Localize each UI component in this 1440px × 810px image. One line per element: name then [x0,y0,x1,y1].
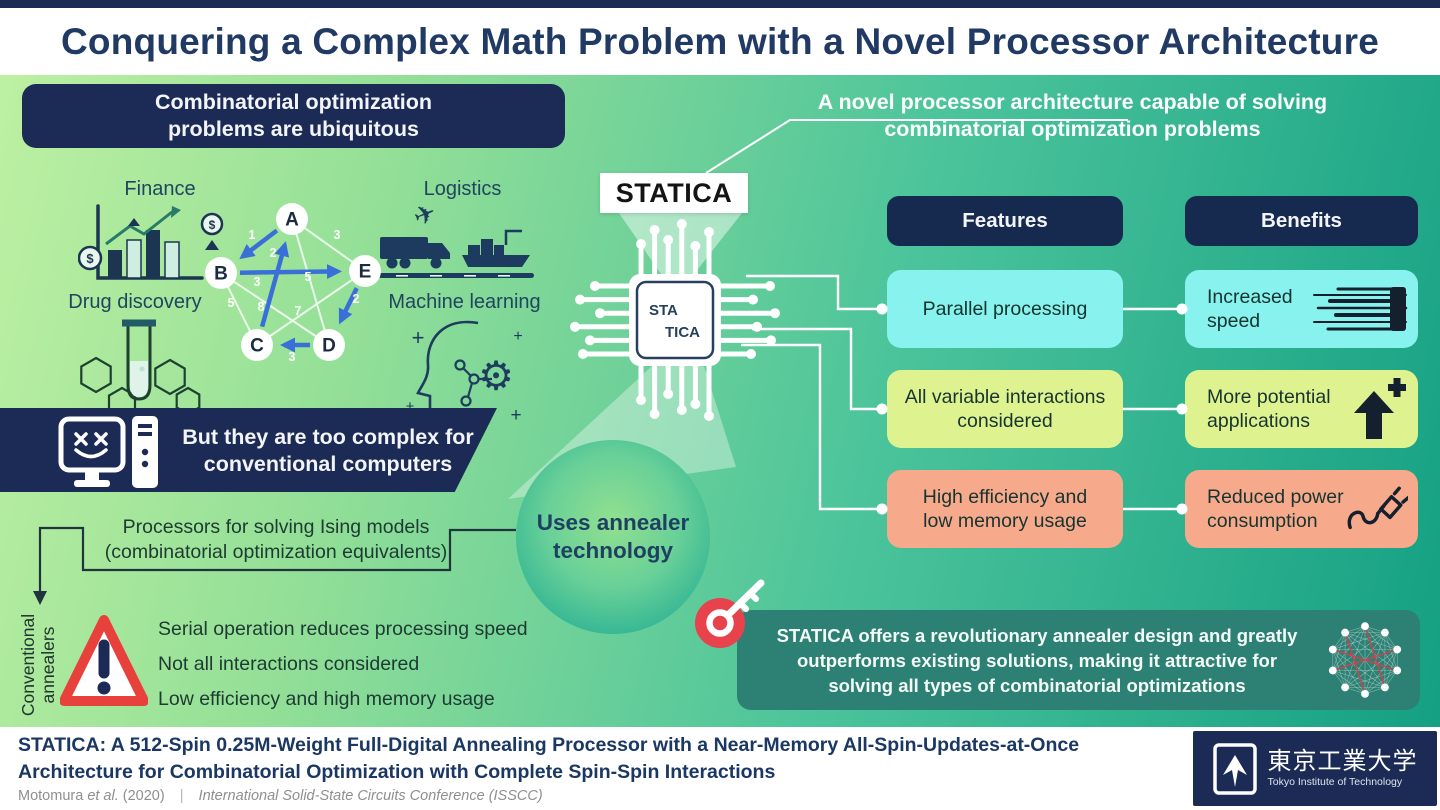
svg-text:2: 2 [270,246,277,260]
benefit-increased-speed: Increased speed [1185,270,1418,348]
summary-panel: STATICA offers a revolutionary annealer … [695,579,1420,710]
dollar-icon: $ [86,251,94,266]
unplugged-cable-icon [1347,486,1408,530]
novel-architecture-headline: A novel processor architecture capable o… [817,90,1328,141]
warning-icon [60,615,148,706]
svg-text:3: 3 [334,228,341,242]
feature-high-efficiency: High efficiency and low memory usage [887,470,1123,548]
footer-bar: STATICA: A 512-Spin 0.25M-Weight Full-Di… [0,727,1440,810]
gear-icon: ⚙ [478,355,514,399]
feature-all-interactions: All variable interactions considered [887,370,1123,448]
arrow-up-plus-icon [1354,378,1406,439]
benefit-reduced-power: Reduced power consumption [1185,470,1418,548]
benefit-label: Increased speed [1207,286,1293,332]
logo-text: 東京工業大学 Tokyo Institute of Technology [1267,747,1418,788]
citation-separator: | [179,788,184,804]
machine-learning-label: Machine learning [388,291,541,313]
speed-lines-icon [1313,287,1408,331]
svg-text:1: 1 [249,228,256,242]
swallow-emblem-icon [1212,742,1257,795]
citation: Motomura et al. (2020) | International S… [18,788,543,804]
features-header: Features [887,196,1123,246]
machine-learning-icon: ⚙ + + + + [406,320,523,435]
sparkle-icon: + [406,398,415,415]
svg-text:3: 3 [289,350,296,364]
spin-network-icon [1328,622,1402,698]
logistics-label: Logistics [423,178,502,200]
tokyo-tech-logo: 東京工業大学 Tokyo Institute of Technology [1193,731,1437,806]
drawback-item: Serial operation reduces processing spee… [158,618,528,640]
paper-title-line1: STATICA: A 512-Spin 0.25M-Weight Full-Di… [18,734,1080,756]
sparkle-icon: + [510,405,521,426]
logo-english: Tokyo Institute of Technology [1267,775,1403,788]
page-title: Conquering a Complex Math Problem with a… [61,20,1379,62]
content-area: Combinatorial optimization problems are … [0,75,1440,727]
statica-chip-icon: STA TICA [570,219,780,421]
svg-text:7: 7 [295,304,302,318]
statica-name-plate: STATICA [600,173,748,213]
drawback-list: Serial operation reduces processing spee… [158,612,578,717]
logo-japanese: 東京工業大学 [1267,747,1418,775]
summary-text: STATICA offers a revolutionary annealer … [776,624,1298,696]
chip-die-text: STA [649,302,678,319]
benefit-more-applications: More potential applications [1185,370,1418,448]
benefit-label: More potential applications [1207,386,1331,432]
benefits-header: Benefits [1185,196,1418,246]
chip-die-text: TICA [665,324,700,341]
citation-authors: Motomura [18,788,88,804]
paper-title-line2: Architecture for Combinatorial Optimizat… [18,761,776,783]
broken-computer-icon [58,416,158,488]
drug-discovery-label: Drug discovery [68,291,202,313]
title-band: Conquering a Complex Math Problem with a… [0,8,1440,75]
ubiquitous-banner: Combinatorial optimization problems are … [22,84,565,148]
ising-note: Processors for solving Ising models (com… [104,516,448,563]
sparkle-icon: + [412,325,425,350]
svg-text:C: C [250,336,264,357]
feature-parallel-processing: Parallel processing [887,270,1123,348]
drug-discovery-icon [80,319,201,420]
plane-icon: ✈ [409,197,440,233]
drawback-item: Low efficiency and high memory usage [158,688,495,710]
svg-text:2: 2 [353,292,360,306]
benefit-label: Reduced power consumption [1207,486,1344,532]
svg-text:A: A [285,210,299,231]
drawback-item: Not all interactions considered [158,653,420,675]
key-icon [695,579,765,648]
citation-venue: International Solid-State Circuits Confe… [198,788,543,804]
top-accent-strip [0,0,1440,8]
svg-text:3: 3 [254,275,261,289]
logistics-icon: ✈ [378,197,534,278]
svg-text:D: D [322,336,336,357]
citation-year: (2020) [118,788,165,804]
finance-icon: $ $ [78,204,224,280]
svg-text:E: E [359,262,372,283]
paper-title: STATICA: A 512-Spin 0.25M-Weight Full-Di… [18,732,1178,786]
svg-text:5: 5 [228,296,235,310]
svg-text:B: B [214,264,228,285]
conventional-annealers-label: Conventional annealers [18,613,58,717]
svg-text:8: 8 [258,300,265,314]
annealer-technology-circle: Uses annealer technology [516,440,710,634]
citation-etal: et al. [87,788,119,804]
svg-text:5: 5 [305,270,312,284]
finance-label: Finance [124,178,196,200]
dollar-icon: $ [209,218,216,232]
sparkle-icon: + [513,328,522,345]
